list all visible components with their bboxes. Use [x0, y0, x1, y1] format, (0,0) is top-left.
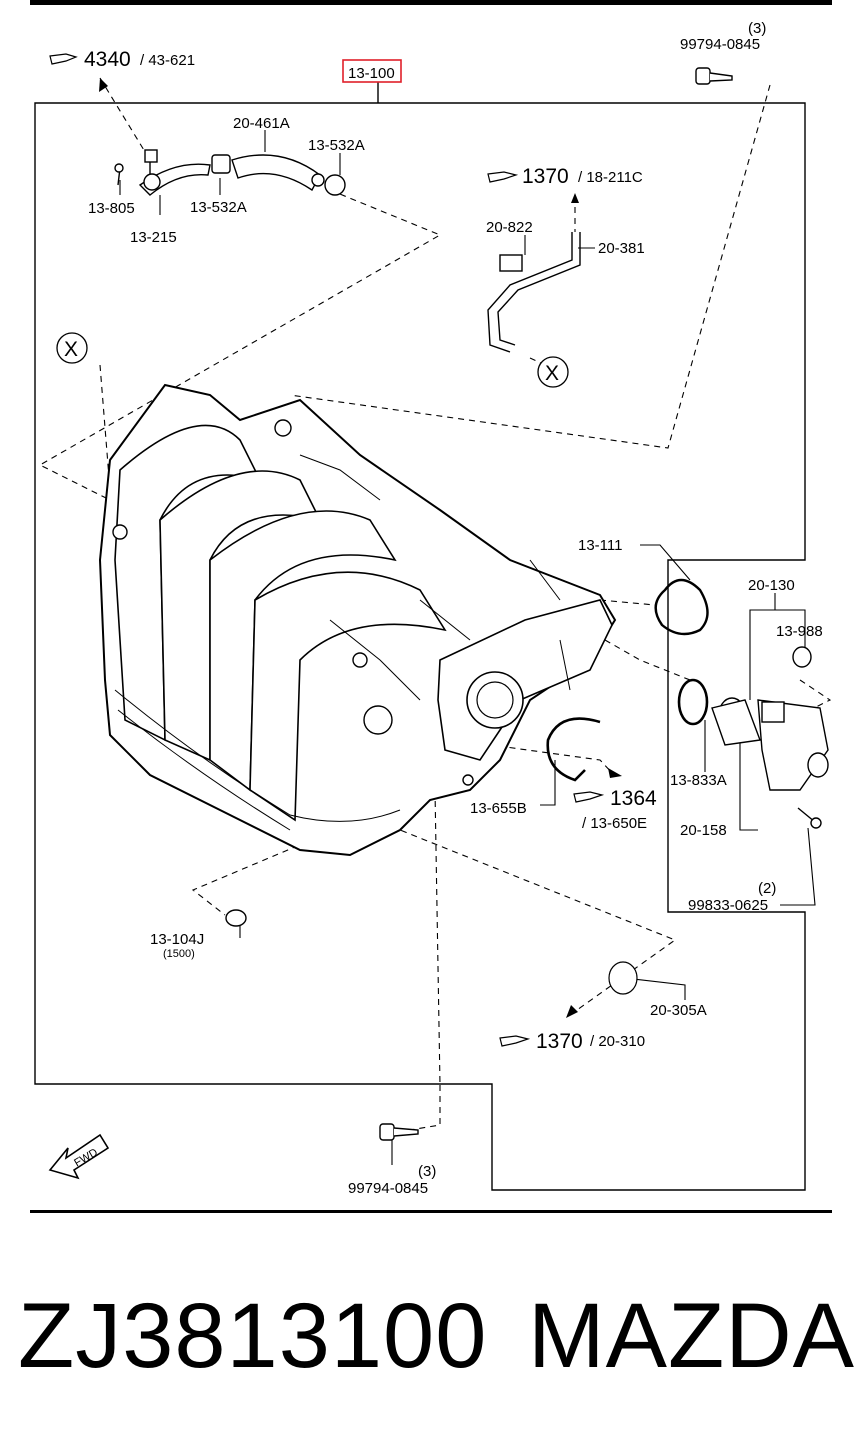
svg-text:13-988: 13-988 — [776, 623, 823, 640]
svg-text:X: X — [545, 362, 559, 385]
svg-text:20-305A: 20-305A — [650, 1002, 707, 1019]
svg-text:13-833A: 13-833A — [670, 772, 727, 789]
part-number: ZJ3813100 — [18, 1285, 488, 1387]
svg-text:/ 20-310: / 20-310 — [590, 1033, 645, 1050]
gasket-13-111 — [654, 578, 709, 636]
arrowheads — [99, 78, 622, 1018]
water-pipe-assembly — [114, 149, 346, 196]
part-labels: 4340 / 43-621 (3) 99794-0845 20-461A 13-… — [84, 20, 823, 1197]
svg-text:13-215: 13-215 — [130, 229, 177, 246]
bottom-rule — [30, 1210, 832, 1213]
solid-leaders — [119, 130, 816, 1165]
svg-text:20-822: 20-822 — [486, 219, 533, 236]
bolt-top — [695, 67, 733, 85]
svg-text:(2): (2) — [758, 880, 776, 897]
svg-text:(3): (3) — [418, 1163, 436, 1180]
svg-text:(3): (3) — [748, 20, 766, 37]
svg-text:/ 43-621: / 43-621 — [140, 52, 195, 69]
svg-text:13-532A: 13-532A — [308, 137, 365, 154]
svg-text:X: X — [64, 338, 78, 361]
assembly-boundary — [34, 102, 806, 1191]
svg-text:99833-0625: 99833-0625 — [688, 897, 768, 914]
svg-text:99794-0845: 99794-0845 — [348, 1180, 428, 1197]
hand-pointer-icon — [49, 53, 605, 1047]
main-ref-label: 13-100 — [348, 65, 395, 82]
thermostat-housing — [677, 646, 829, 829]
svg-text:(1500): (1500) — [163, 948, 195, 960]
svg-text:13-111: 13-111 — [578, 537, 622, 554]
svg-text:20-461A: 20-461A — [233, 115, 290, 132]
svg-text:1364: 1364 — [610, 787, 657, 810]
gasket-20-305A — [608, 961, 638, 995]
fwd-arrow-icon: FWD — [48, 1133, 110, 1180]
oring-13-655B — [546, 717, 601, 782]
svg-text:/ 13-650E: / 13-650E — [582, 815, 647, 832]
svg-text:FWD: FWD — [72, 1146, 100, 1169]
brand-name: MAZDA — [528, 1285, 855, 1387]
vacuum-hose — [487, 232, 581, 353]
svg-text:20-381: 20-381 — [598, 240, 645, 257]
x-marker-left: X — [56, 332, 88, 364]
manifold-details — [114, 454, 571, 831]
svg-text:13-805: 13-805 — [88, 200, 135, 217]
svg-text:13-104J: 13-104J — [150, 931, 204, 948]
plug-13-104J — [225, 909, 247, 927]
svg-text:4340: 4340 — [84, 48, 131, 71]
svg-text:99794-0845: 99794-0845 — [680, 36, 760, 53]
main-ref-highlight — [342, 59, 402, 83]
bolt-bottom — [379, 1123, 419, 1141]
svg-text:20-158: 20-158 — [680, 822, 727, 839]
svg-text:20-130: 20-130 — [748, 577, 795, 594]
svg-text:1370: 1370 — [522, 165, 569, 188]
x-marker-right: X — [537, 356, 569, 388]
intake-manifold — [98, 383, 617, 857]
svg-text:/ 18-211C: / 18-211C — [578, 169, 643, 186]
svg-text:13-532A: 13-532A — [190, 199, 247, 216]
svg-text:13-655B: 13-655B — [470, 800, 527, 817]
top-rule — [30, 0, 832, 5]
svg-text:1370: 1370 — [536, 1030, 583, 1053]
